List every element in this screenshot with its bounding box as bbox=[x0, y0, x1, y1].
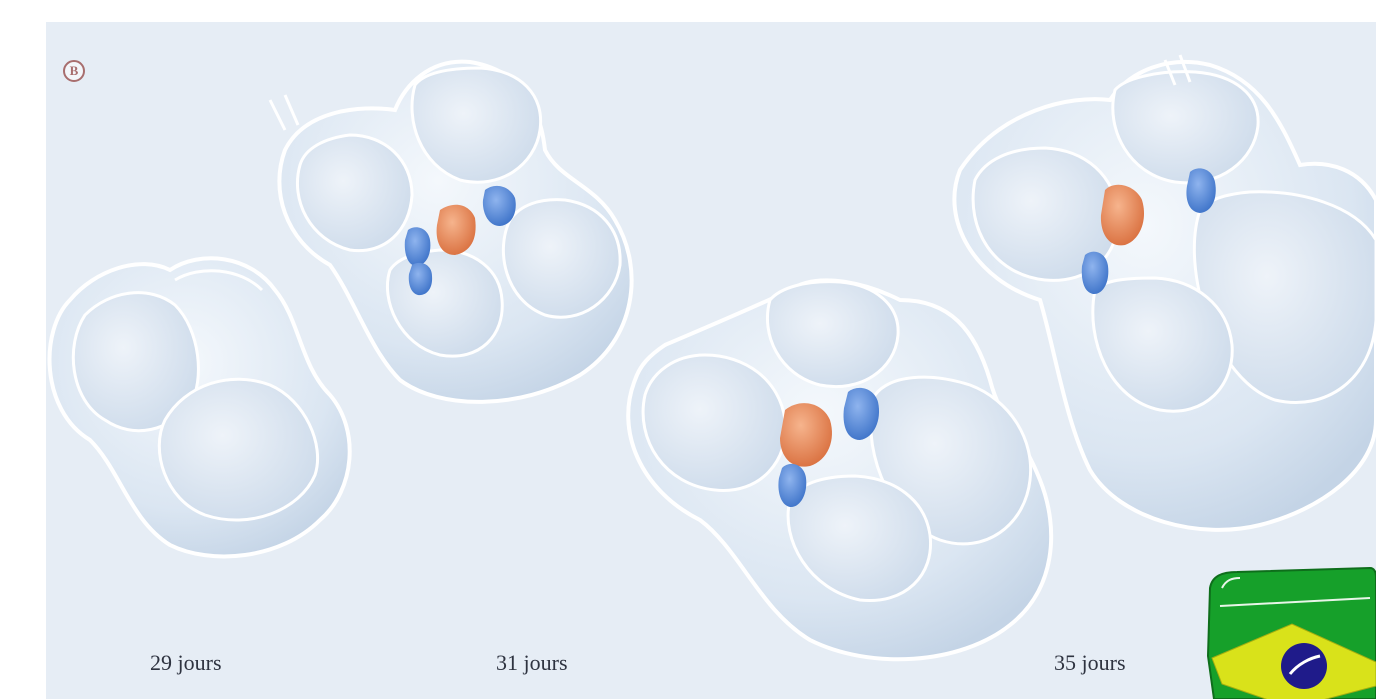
stage-label-31-days: 31 jours bbox=[496, 652, 568, 674]
endocardial-cushion-blue-c-31 bbox=[409, 263, 432, 295]
heart-31-days bbox=[270, 62, 632, 402]
stage-label-29-days: 29 jours bbox=[150, 652, 222, 674]
panel-letter-badge: B bbox=[63, 60, 85, 82]
stage-label-35-days: 35 jours bbox=[1054, 652, 1126, 674]
heart-33-days bbox=[628, 280, 1051, 659]
heart-29-days bbox=[50, 258, 350, 556]
brazil-flag-sticker-icon bbox=[1192, 566, 1376, 699]
ventricle-29 bbox=[159, 379, 317, 520]
left-ventricle-31 bbox=[503, 200, 620, 318]
